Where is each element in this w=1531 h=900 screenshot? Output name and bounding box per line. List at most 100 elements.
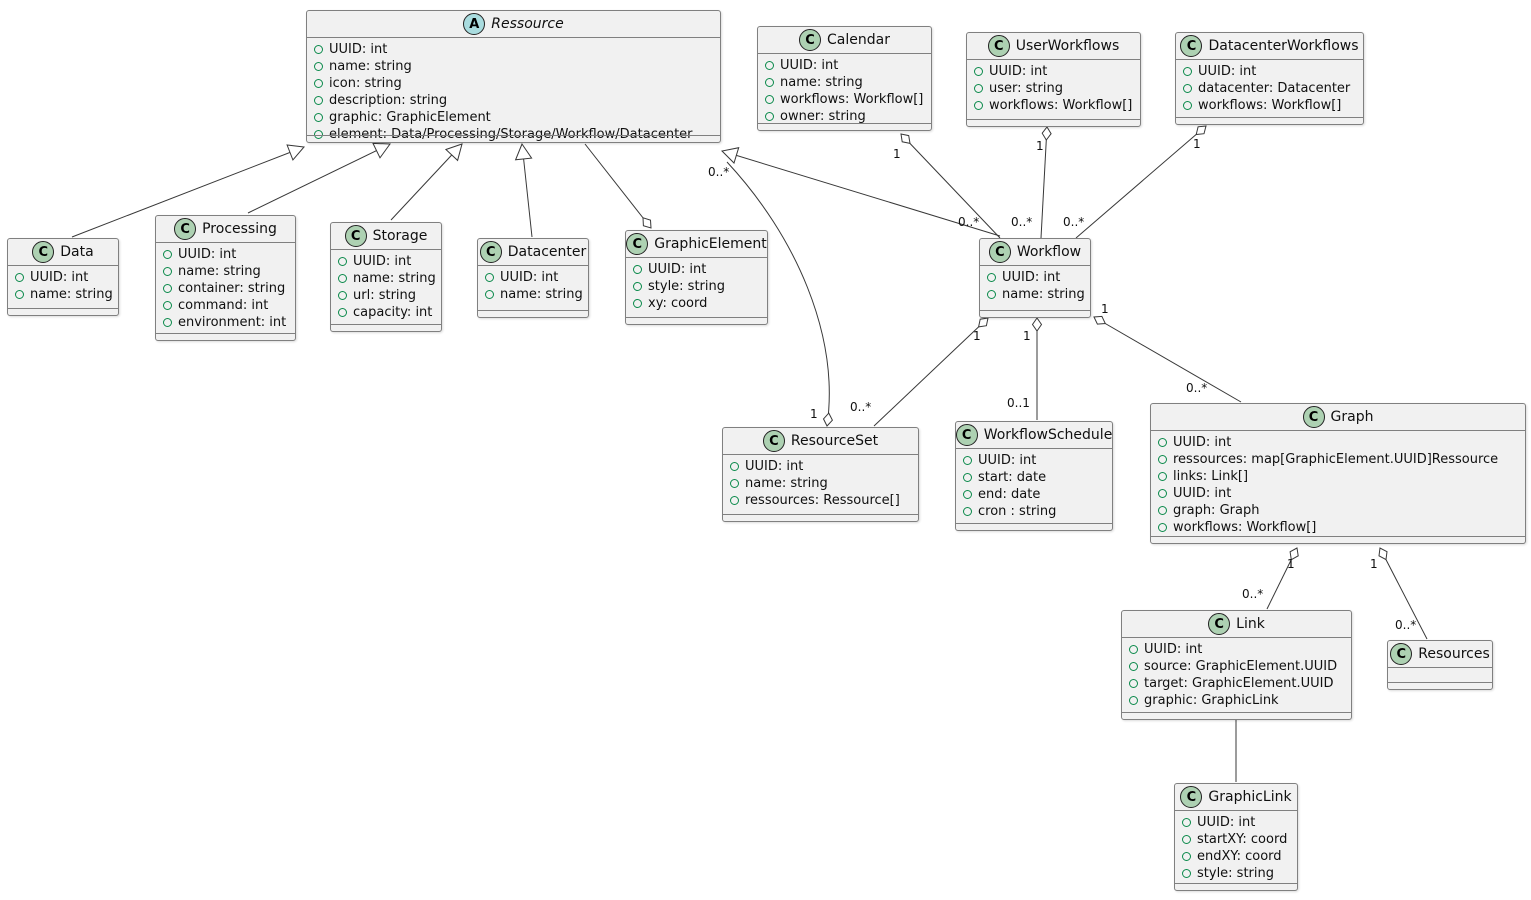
class-attribute: graph: Graph	[1158, 502, 1518, 519]
field-visibility-icon	[338, 308, 347, 317]
aggregation-diamond	[1041, 126, 1052, 141]
class-attribute: style: string	[633, 278, 760, 295]
class-attribute: source: GraphicElement.UUID	[1129, 658, 1344, 675]
attribute-text: links: Link[]	[1173, 469, 1249, 484]
multiplicity-label: 0..*	[708, 165, 729, 179]
field-visibility-icon	[1158, 523, 1167, 532]
class-attribute: end: date	[963, 486, 1105, 503]
class-methods-compartment	[478, 310, 588, 317]
class-attribute: start: date	[963, 469, 1105, 486]
field-visibility-icon	[633, 265, 642, 274]
field-visibility-icon	[765, 95, 774, 104]
field-visibility-icon	[163, 301, 172, 310]
attribute-text: UUID: int	[30, 270, 89, 285]
field-visibility-icon	[338, 257, 347, 266]
class-name: Data	[60, 244, 94, 260]
relationship-line-Workflow-Calendar	[900, 133, 1001, 239]
class-attribute: owner: string	[765, 108, 924, 125]
field-visibility-icon	[1129, 645, 1138, 654]
class-attribute: environment: int	[163, 314, 288, 331]
class-icon: C	[174, 218, 197, 240]
field-visibility-icon	[633, 299, 642, 308]
class-methods-compartment	[980, 310, 1090, 317]
class-attribute: target: GraphicElement.UUID	[1129, 675, 1344, 692]
class-attribute: icon: string	[314, 75, 713, 92]
aggregation-diamond	[1289, 547, 1299, 561]
class-methods-compartment	[1151, 536, 1525, 543]
attribute-text: UUID: int	[1002, 270, 1061, 285]
field-visibility-icon	[1182, 835, 1191, 844]
class-icon: C	[988, 241, 1011, 263]
attribute-text: style: string	[1197, 866, 1275, 881]
class-methods-compartment	[8, 308, 118, 315]
class-attribute: name: string	[163, 263, 288, 280]
class-methods-compartment	[626, 317, 767, 324]
aggregation-diamond	[822, 412, 834, 427]
class-name: Storage	[372, 228, 428, 244]
field-visibility-icon	[15, 273, 24, 282]
class-attribute: UUID: int	[1183, 63, 1356, 80]
attribute-text: name: string	[780, 75, 863, 90]
field-visibility-icon	[765, 78, 774, 87]
class-name: Processing	[202, 221, 277, 237]
relationship-line-Graph-Workflow	[1093, 316, 1242, 403]
field-visibility-icon	[963, 473, 972, 482]
field-visibility-icon	[314, 62, 323, 71]
attribute-text: target: GraphicElement.UUID	[1144, 676, 1334, 691]
field-visibility-icon	[633, 282, 642, 291]
field-visibility-icon	[730, 462, 739, 471]
field-visibility-icon	[1182, 869, 1191, 878]
attribute-text: user: string	[989, 81, 1063, 96]
field-visibility-icon	[163, 284, 172, 293]
attribute-text: name: string	[353, 271, 436, 286]
field-visibility-icon	[730, 479, 739, 488]
attribute-text: datacenter: Datacenter	[1198, 81, 1351, 96]
multiplicity-label: 1	[1193, 137, 1201, 151]
attribute-text: UUID: int	[1173, 435, 1232, 450]
class-name: WorkflowSchedule	[983, 427, 1113, 443]
multiplicity-label: 1	[810, 407, 818, 421]
field-visibility-icon	[314, 130, 323, 139]
attribute-text: endXY: coord	[1197, 849, 1282, 864]
attribute-text: name: string	[500, 287, 583, 302]
abstract-class-icon: A	[463, 13, 486, 35]
class-name: Graph	[1330, 409, 1374, 425]
class-icon: C	[987, 35, 1010, 57]
attribute-text: graphic: GraphicLink	[1144, 693, 1279, 708]
class-methods-compartment	[758, 123, 931, 130]
multiplicity-label: 0..*	[1011, 215, 1032, 229]
relationship-line-Workflow-Ressource	[721, 150, 1001, 237]
class-attribute: name: string	[765, 74, 924, 91]
class-attribute: UUID: int	[163, 246, 288, 263]
class-icon: C	[32, 241, 55, 263]
field-visibility-icon	[1158, 455, 1167, 464]
relationship-line-Ressource-ResourceSet	[726, 161, 830, 427]
class-attribute: ressources: map[GraphicElement.UUID]Ress…	[1158, 451, 1518, 468]
class-name: Link	[1236, 616, 1265, 632]
class-attribute: url: string	[338, 287, 434, 304]
class-attribute: UUID: int	[1129, 641, 1344, 658]
class-attribute: user: string	[974, 80, 1133, 97]
field-visibility-icon	[987, 273, 996, 282]
field-visibility-icon	[1129, 679, 1138, 688]
